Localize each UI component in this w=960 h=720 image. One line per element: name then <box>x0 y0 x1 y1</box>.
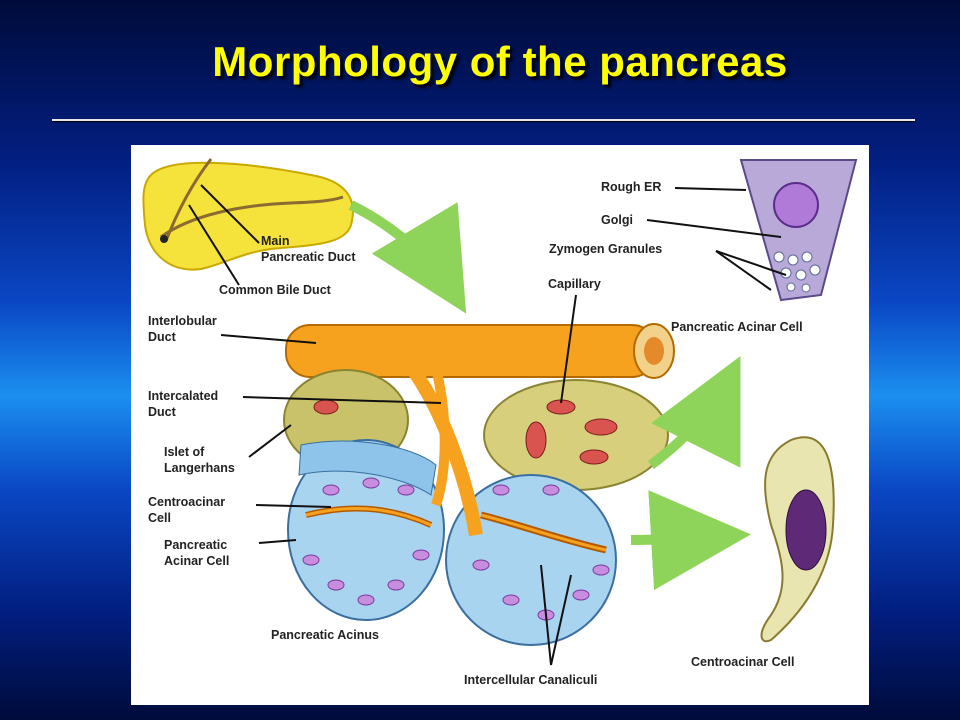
label-acinar-right: Pancreatic Acinar Cell <box>671 320 803 334</box>
label-acinar-left-2: Acinar Cell <box>164 554 229 568</box>
label-rough-er: Rough ER <box>601 180 661 194</box>
right-acinus <box>445 474 617 646</box>
pancreas-diagram: Main Pancreatic Duct Common Bile Duct In… <box>131 145 869 705</box>
label-centroacinar-right: Centroacinar Cell <box>691 655 795 669</box>
pancreas-organ <box>142 158 354 271</box>
label-acinar-left-1: Pancreatic <box>164 538 227 552</box>
leader-lines <box>188 184 787 666</box>
centroacinar-cell-detail <box>760 436 835 643</box>
label-acinus: Pancreatic Acinus <box>271 628 379 642</box>
acinar-nuclei <box>302 477 610 621</box>
label-capillary: Capillary <box>548 277 601 291</box>
label-islet-1: Islet of <box>164 445 205 459</box>
zoom-arrow-3 <box>630 490 751 591</box>
acinar-cell-detail <box>739 159 858 302</box>
label-interlobular-2: Duct <box>148 330 177 344</box>
label-centroacinar-1: Centroacinar <box>148 495 225 509</box>
label-intercalated-2: Duct <box>148 405 177 419</box>
label-zymogen: Zymogen Granules <box>549 242 662 256</box>
title-divider <box>52 119 915 121</box>
label-centroacinar-2: Cell <box>148 511 171 525</box>
label-golgi: Golgi <box>601 213 633 227</box>
label-main-duct-2: Pancreatic Duct <box>261 250 356 264</box>
left-acinus <box>287 439 445 621</box>
label-islet-2: Langerhans <box>164 461 235 475</box>
slide-title: Morphology of the pancreas <box>212 38 788 85</box>
pancreas-illustration: Main Pancreatic Duct Common Bile Duct In… <box>142 158 858 687</box>
label-canaliculi: Intercellular Canaliculi <box>464 673 597 687</box>
zoom-arrow-1 <box>348 200 467 314</box>
label-common-bile-duct: Common Bile Duct <box>219 283 332 297</box>
label-main-duct-1: Main <box>261 234 289 248</box>
zoom-arrow-2 <box>647 356 741 469</box>
intercalated-duct <box>400 355 483 537</box>
label-intercalated-1: Intercalated <box>148 389 218 403</box>
upper-acinus <box>483 379 669 491</box>
diagram-labels: Main Pancreatic Duct Common Bile Duct In… <box>148 180 803 687</box>
label-interlobular-1: Interlobular <box>148 314 217 328</box>
